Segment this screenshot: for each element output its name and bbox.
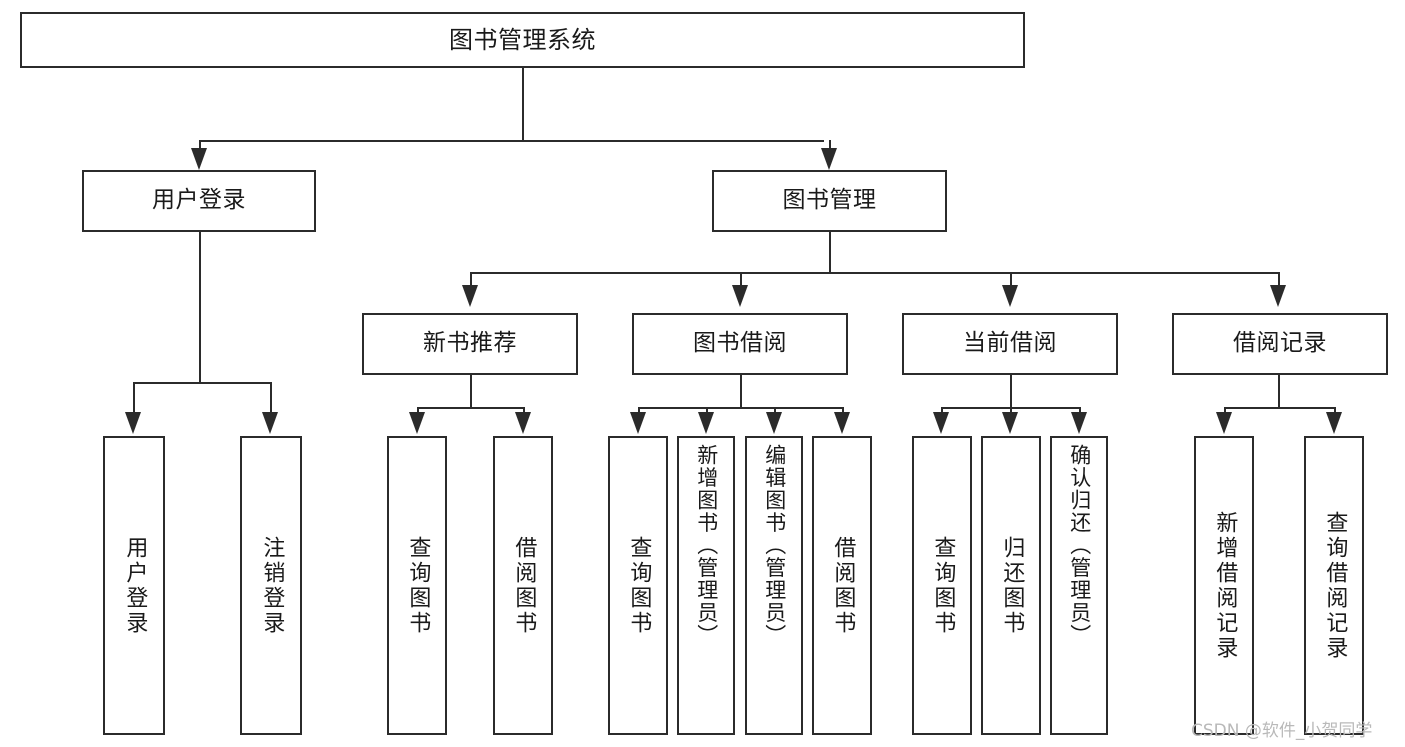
arrow-to-book-management <box>821 148 837 170</box>
connector-book-borrow-bar <box>638 407 842 409</box>
connector-root-stem <box>522 68 524 140</box>
node-label: 查询图书 <box>405 535 431 636</box>
connector-level3-drop-2 <box>740 272 742 292</box>
connector-user-login-drop-1 <box>133 382 135 414</box>
node-label: 用户登录 <box>152 187 246 214</box>
arrow-to-leaf-confirm-return <box>1071 412 1087 434</box>
arrow-to-user-login <box>191 148 207 170</box>
leaf-query-book-2[interactable]: 查询图书 <box>608 436 668 735</box>
arrow-to-leaf-borrow-book-1 <box>515 412 531 434</box>
leaf-return-book[interactable]: 归还图书 <box>981 436 1041 735</box>
leaf-borrow-book-1[interactable]: 借阅图书 <box>493 436 553 735</box>
node-label: 新书推荐 <box>423 330 517 357</box>
connector-level3-drop-3 <box>1010 272 1012 292</box>
node-label: 查询图书 <box>626 535 652 636</box>
node-label: 编辑图书（管理员） <box>762 444 787 647</box>
connector-new-book-bar <box>417 407 523 409</box>
connector-book-borrow-stem <box>740 375 742 407</box>
node-label: 当前借阅 <box>963 330 1057 357</box>
connector-level3-bar <box>470 272 1278 274</box>
connector-user-login-stem <box>199 232 201 382</box>
leaf-edit-book[interactable]: 编辑图书（管理员） <box>745 436 803 735</box>
leaf-borrow-book-2[interactable]: 借阅图书 <box>812 436 872 735</box>
node-label: 借阅记录 <box>1233 330 1327 357</box>
arrow-to-leaf-logout-login <box>262 412 278 434</box>
node-label: 新增图书（管理员） <box>694 444 719 647</box>
node-new-book-recommend[interactable]: 新书推荐 <box>362 313 578 375</box>
node-label: 查询借阅记录 <box>1322 510 1348 661</box>
connector-borrow-record-stem <box>1278 375 1280 407</box>
node-label: 图书借阅 <box>693 330 787 357</box>
node-root-system[interactable]: 图书管理系统 <box>20 12 1025 68</box>
arrow-to-leaf-query-book-3 <box>933 412 949 434</box>
arrow-to-current-borrow <box>1002 285 1018 307</box>
node-book-management[interactable]: 图书管理 <box>712 170 947 232</box>
arrow-to-leaf-add-record <box>1216 412 1232 434</box>
connector-user-login-bar <box>133 382 270 384</box>
leaf-query-book-1[interactable]: 查询图书 <box>387 436 447 735</box>
arrow-to-leaf-query-record <box>1326 412 1342 434</box>
arrow-to-leaf-user-login <box>125 412 141 434</box>
node-label: 借阅图书 <box>830 535 856 636</box>
connector-current-borrow-stem <box>1010 375 1012 407</box>
connector-level2-bar <box>199 140 824 142</box>
leaf-confirm-return[interactable]: 确认归还（管理员） <box>1050 436 1108 735</box>
leaf-logout-login[interactable]: 注销登录 <box>240 436 302 735</box>
arrow-to-leaf-query-book-2 <box>630 412 646 434</box>
arrow-to-borrow-record <box>1270 285 1286 307</box>
node-label: 归还图书 <box>999 535 1025 636</box>
node-label: 查询图书 <box>930 535 956 636</box>
node-current-borrow[interactable]: 当前借阅 <box>902 313 1118 375</box>
node-label: 确认归还（管理员） <box>1067 444 1092 647</box>
leaf-add-book[interactable]: 新增图书（管理员） <box>677 436 735 735</box>
connector-user-login-drop-2 <box>270 382 272 414</box>
arrow-to-leaf-borrow-book-2 <box>834 412 850 434</box>
connector-level3-drop-4 <box>1278 272 1280 292</box>
node-label: 新增借阅记录 <box>1212 510 1238 661</box>
node-label: 图书管理系统 <box>449 25 596 54</box>
node-user-login[interactable]: 用户登录 <box>82 170 316 232</box>
connector-book-management-stem <box>829 232 831 272</box>
node-label: 借阅图书 <box>511 535 537 636</box>
node-book-borrow[interactable]: 图书借阅 <box>632 313 848 375</box>
node-label: 用户登录 <box>122 535 148 636</box>
connector-level3-drop-1 <box>470 272 472 292</box>
connector-new-book-stem <box>470 375 472 407</box>
arrow-to-leaf-add-book <box>698 412 714 434</box>
leaf-query-record[interactable]: 查询借阅记录 <box>1304 436 1364 735</box>
node-label: 注销登录 <box>259 535 285 636</box>
leaf-query-book-3[interactable]: 查询图书 <box>912 436 972 735</box>
arrow-to-leaf-edit-book <box>766 412 782 434</box>
node-borrow-record[interactable]: 借阅记录 <box>1172 313 1388 375</box>
leaf-user-login[interactable]: 用户登录 <box>103 436 165 735</box>
connector-borrow-record-bar <box>1224 407 1334 409</box>
node-label: 图书管理 <box>782 187 877 214</box>
arrow-to-new-book-recommend <box>462 285 478 307</box>
arrow-to-book-borrow <box>732 285 748 307</box>
arrow-to-leaf-query-book-1 <box>409 412 425 434</box>
arrow-to-leaf-return-book <box>1002 412 1018 434</box>
leaf-add-record[interactable]: 新增借阅记录 <box>1194 436 1254 735</box>
